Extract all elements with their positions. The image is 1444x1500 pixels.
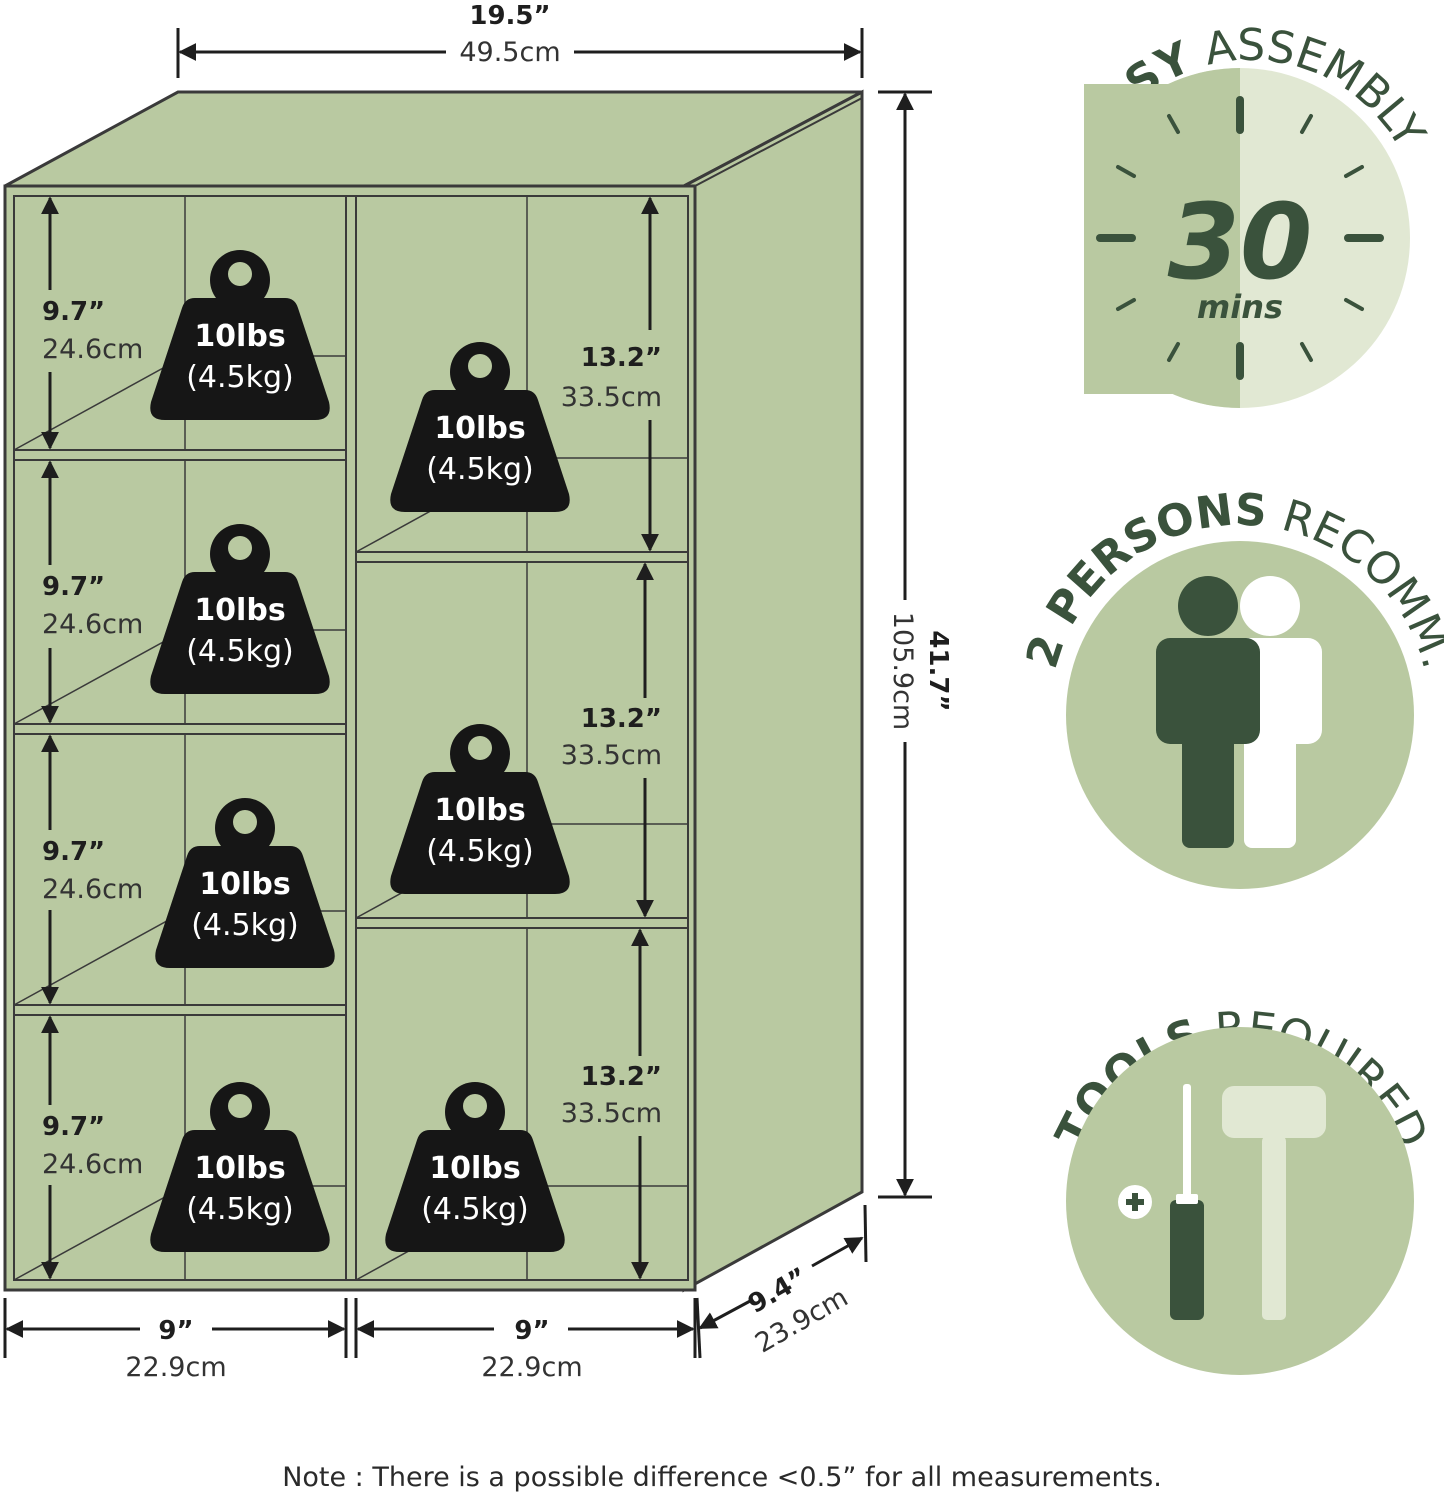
width-cm: 49.5cm — [459, 37, 560, 68]
weight-lbs: 10lbs — [194, 593, 285, 628]
weight-kg: (4.5kg) — [186, 360, 294, 395]
weight-kg: (4.5kg) — [186, 1192, 294, 1227]
left-width-inches: 9” — [158, 1316, 193, 1346]
dimension-lines — [3, 28, 932, 1359]
cube-height-inches: 9.7” — [42, 297, 105, 327]
cube-height-cm: 33.5cm — [561, 740, 662, 771]
weight-kg: (4.5kg) — [186, 634, 294, 669]
weight-kg: (4.5kg) — [191, 908, 299, 943]
dimension-labels: 19.5” 49.5cm 41.7” 105.9cm 9.7” 24.6cm 9… — [42, 1, 953, 1383]
clock-icon — [1070, 68, 1410, 408]
weight-lbs: 10lbs — [194, 319, 285, 354]
cube-height-inches: 13.2” — [581, 704, 662, 734]
cube-height-cm: 24.6cm — [42, 874, 143, 905]
cube-height-inches: 9.7” — [42, 837, 105, 867]
two-persons-icon — [1156, 576, 1322, 848]
weight-lbs: 10lbs — [434, 411, 525, 446]
cube-height-cm: 33.5cm — [561, 382, 662, 413]
right-width-cm: 22.9cm — [481, 1352, 582, 1383]
height-cm: 105.9cm — [887, 612, 918, 730]
cube-height-inches: 9.7” — [42, 572, 105, 602]
tools-badge: TOOLSREQUIRED — [1046, 1002, 1438, 1375]
left-width-cm: 22.9cm — [125, 1352, 226, 1383]
cabinet — [3, 89, 864, 1293]
measurement-note: Note : There is a possible difference <0… — [282, 1462, 1162, 1493]
weight-kg: (4.5kg) — [426, 834, 534, 869]
persons-badge: 2 PERSONSRECOMM. — [1017, 484, 1444, 889]
cube-height-cm: 24.6cm — [42, 1149, 143, 1180]
assembly-minutes: 30 — [1168, 181, 1313, 303]
weight-lbs: 10lbs — [194, 1151, 285, 1186]
easy-assembly-badge: EASYASSEMBLY 30 — [1065, 20, 1435, 408]
weight-lbs: 10lbs — [429, 1151, 520, 1186]
weight-lbs: 10lbs — [199, 867, 290, 902]
cube-height-cm: 33.5cm — [561, 1098, 662, 1129]
cube-height-inches: 13.2” — [581, 343, 662, 373]
cube-height-cm: 24.6cm — [42, 334, 143, 365]
height-inches: 41.7” — [923, 630, 953, 711]
weight-lbs: 10lbs — [434, 793, 525, 828]
cube-height-inches: 13.2” — [581, 1062, 662, 1092]
right-width-inches: 9” — [514, 1316, 549, 1346]
assembly-unit: mins — [1197, 288, 1283, 326]
weight-kg: (4.5kg) — [421, 1192, 529, 1227]
cube-height-inches: 9.7” — [42, 1112, 105, 1142]
weight-kg: (4.5kg) — [426, 452, 534, 487]
cube-height-cm: 24.6cm — [42, 609, 143, 640]
weight-labels: 10lbs (4.5kg) 10lbs (4.5kg) 10lbs (4.5kg… — [186, 319, 534, 1227]
width-inches: 19.5” — [469, 1, 550, 31]
mallet-icon — [1222, 1086, 1326, 1320]
screwdriver-icon — [1118, 1084, 1204, 1320]
